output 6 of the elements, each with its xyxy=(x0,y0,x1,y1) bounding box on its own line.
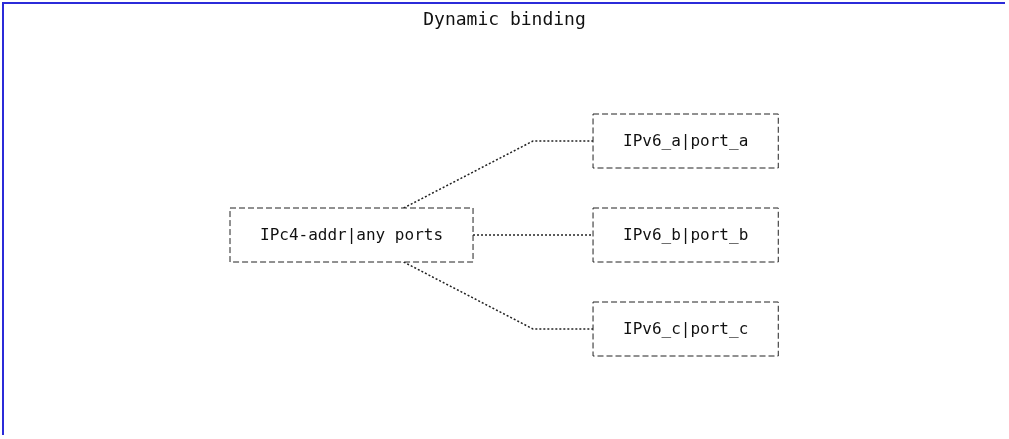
node-box: IPv6_b|port_b xyxy=(592,207,780,262)
node-box: IPc4-addr|any ports xyxy=(229,207,474,262)
connector xyxy=(403,260,595,330)
node-box: IPv6_a|port_a xyxy=(592,113,780,168)
node-box: IPv6_c|port_c xyxy=(592,301,780,356)
diagram-title: Dynamic binding xyxy=(422,8,587,29)
